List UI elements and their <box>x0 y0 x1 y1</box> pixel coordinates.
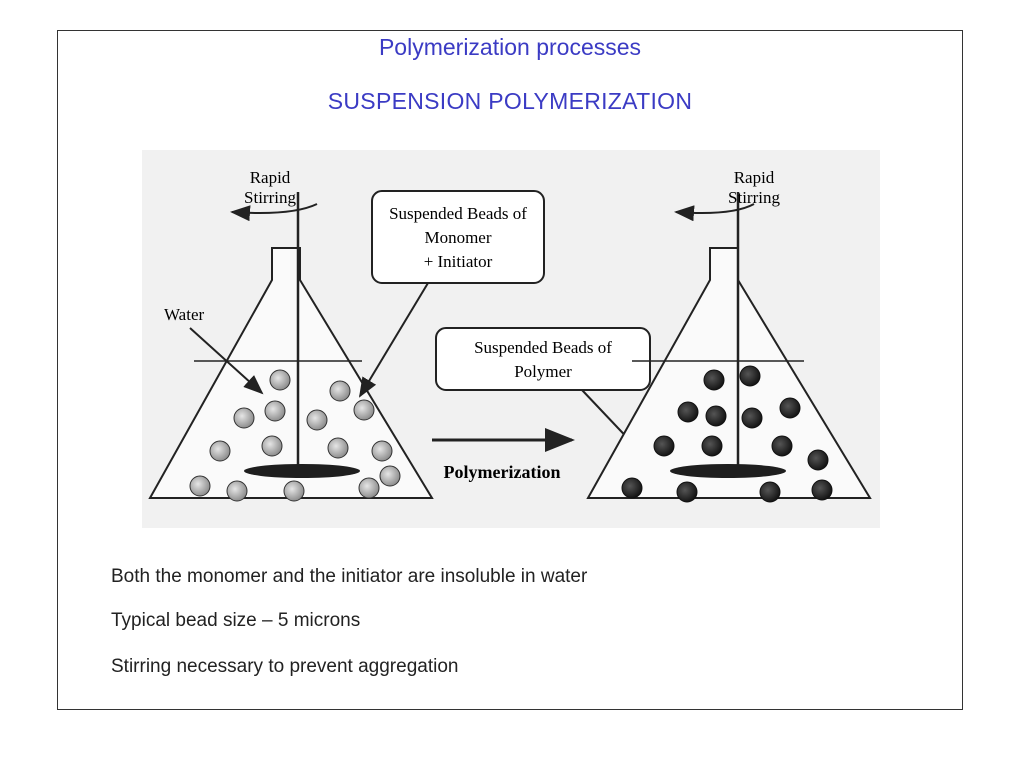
left-rotation-arrow-icon <box>230 203 318 222</box>
right-rotation-arrow-icon <box>674 203 755 222</box>
right-stir-paddle <box>670 464 786 478</box>
left-stirring-label-line1: Rapid <box>250 168 291 187</box>
polymer-callout: Suspended Beads of Polymer <box>435 327 656 468</box>
polymerization-label: Polymerization <box>444 462 561 482</box>
bullet-insoluble: Both the monomer and the initiator are i… <box>111 566 588 587</box>
water-arrow-icon <box>189 327 264 395</box>
right-flask <box>586 192 872 503</box>
monomer-beads <box>189 369 401 502</box>
bullet-stirring: Stirring necessary to prevent aggregatio… <box>111 656 459 677</box>
polymer-callout-line2: Polymer <box>514 362 572 381</box>
monomer-callout-arrow-icon <box>358 282 429 398</box>
left-flask <box>148 192 434 502</box>
monomer-callout: Suspended Beads of Monomer + Initiator <box>358 190 545 398</box>
diagram-svg: Rapid Stirring Water Suspended Beads of … <box>142 150 880 528</box>
right-stirring-label-line2: Stirring <box>728 188 780 207</box>
monomer-callout-line1: Suspended Beads of <box>389 204 527 223</box>
bullet-bead-size: Typical bead size – 5 microns <box>111 610 361 631</box>
suspension-diagram: Rapid Stirring Water Suspended Beads of … <box>142 150 880 528</box>
slide-title: Polymerization processes <box>378 34 642 60</box>
slide-subtitle: SUSPENSION POLYMERIZATION <box>327 88 693 114</box>
polymer-beads <box>621 365 833 503</box>
polymer-callout-line1: Suspended Beads of <box>474 338 612 357</box>
slide: Polymerization processes SUSPENSION POLY… <box>57 30 963 710</box>
water-label: Water <box>164 305 204 324</box>
left-stir-paddle <box>244 464 360 478</box>
left-stirring-label-line2: Stirring <box>244 188 296 207</box>
right-stirring-label-line1: Rapid <box>734 168 775 187</box>
monomer-callout-line2: Monomer <box>424 228 491 247</box>
monomer-callout-line3: + Initiator <box>424 252 493 271</box>
